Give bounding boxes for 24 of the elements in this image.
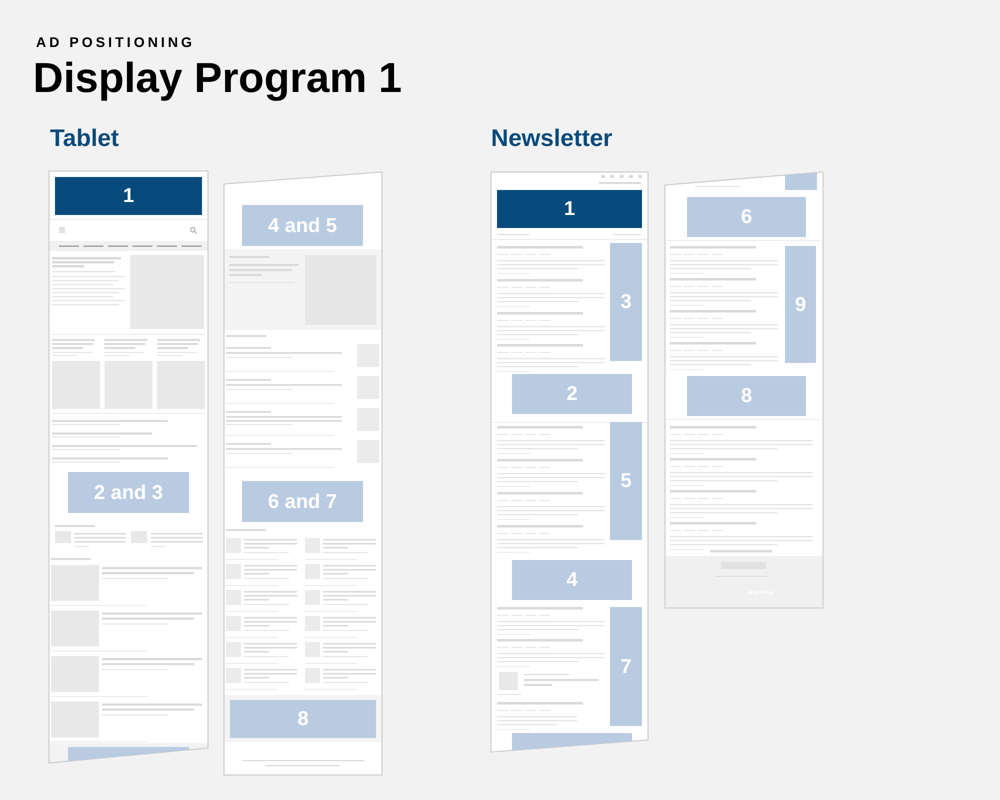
- ad-slot: 1: [497, 190, 642, 228]
- ad-slot: 5: [610, 422, 642, 540]
- ad-slot: 9: [785, 246, 816, 363]
- ad-slot: 3: [610, 243, 642, 361]
- section-heading: Tablet: [50, 127, 119, 151]
- ad-slot: 6 and 7: [242, 481, 363, 522]
- ad-slot: 1: [55, 177, 202, 215]
- ad-slot: [785, 172, 817, 190]
- section-heading: Newsletter: [491, 127, 612, 151]
- ad-slot: [512, 733, 632, 751]
- ad-slot: 7: [610, 607, 642, 726]
- ad-slot: 4 and 5: [242, 205, 363, 246]
- ad-slot: 4: [512, 560, 632, 600]
- kicker-text: AD POSITIONING: [36, 35, 196, 49]
- page-title: Display Program 1: [33, 57, 402, 99]
- page-mockup: [491, 172, 648, 752]
- page-mockup: [224, 172, 382, 775]
- ad-slot: 6: [687, 197, 806, 237]
- ad-slot: 2: [512, 374, 632, 414]
- ad-slot: 8: [687, 376, 806, 416]
- ad-slot: 2 and 3: [68, 472, 189, 513]
- ad-slot: 8: [230, 700, 376, 738]
- page-mockup: [49, 171, 208, 763]
- page-mockup: [665, 172, 823, 608]
